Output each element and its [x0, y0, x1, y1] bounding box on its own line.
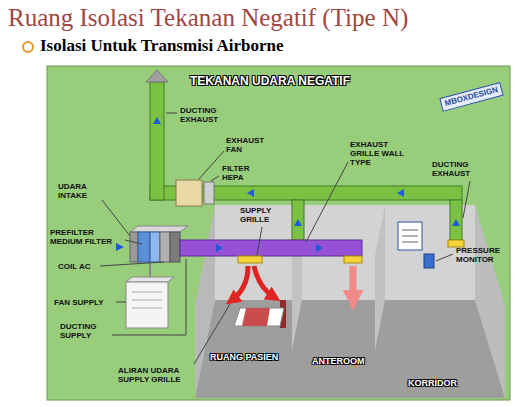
- leader-line: [112, 259, 186, 335]
- leader-line: [463, 181, 470, 218]
- vent-line: [132, 292, 162, 293]
- flow-arrow: [397, 189, 404, 197]
- flow-arrow: [294, 219, 302, 226]
- leader-line: [199, 151, 224, 179]
- sign-line: [402, 230, 418, 231]
- flow-arrow: [247, 189, 254, 197]
- air-flow-arrow: [232, 266, 248, 300]
- slide-title: Ruang Isolasi Tekanan Negatif (Tipe N): [8, 4, 408, 32]
- leader-line: [100, 262, 164, 266]
- sign-line: [402, 236, 418, 237]
- vent-line: [132, 300, 162, 301]
- sign-line: [402, 242, 418, 243]
- partition-wall: [375, 205, 385, 350]
- part-label: DUCTING EXHAUST: [180, 106, 230, 124]
- exhaust-fan: [176, 180, 202, 206]
- part-label: DUCTING EXHAUST: [432, 160, 482, 178]
- part-label: FAN SUPPLY: [54, 298, 114, 307]
- bed-blanket: [242, 308, 270, 326]
- exhaust-outlet-arrow: [146, 70, 168, 82]
- room-name: KORRIDOR: [408, 378, 457, 388]
- air-intake: [130, 232, 138, 262]
- pipe: [149, 262, 151, 277]
- fan-unit: [126, 282, 168, 328]
- hepa-filter: [204, 182, 214, 204]
- exhaust-duct: [150, 82, 164, 200]
- supply-duct: [180, 240, 362, 256]
- exhaust-grille: [448, 240, 464, 247]
- ahu-top: [130, 226, 188, 232]
- leader-line: [211, 176, 219, 181]
- left-wall: [195, 205, 215, 398]
- flow-arrow: [316, 244, 323, 252]
- bed-mattress: [234, 308, 284, 326]
- leader-line: [166, 113, 177, 114]
- bullet-heading: Isolasi Untuk Transmisi Airborne: [40, 36, 284, 56]
- leader-line: [306, 162, 348, 242]
- air-flow-arrow: [350, 266, 357, 300]
- part-label: EXHAUST GRILLE WALL TYPE: [350, 140, 412, 167]
- room-name: ANTEROOM: [312, 356, 365, 366]
- medium-filter: [150, 232, 160, 262]
- flow-arrow: [452, 219, 460, 226]
- leader-line: [125, 240, 142, 244]
- leader-line: [116, 302, 126, 303]
- part-label: PREFILTER MEDIUM FILTER: [50, 228, 122, 246]
- part-label: COIL AC: [58, 262, 98, 271]
- bullet-ring: [23, 42, 33, 52]
- pressure-monitor: [424, 254, 434, 268]
- part-label: DUCTING SUPPLY: [60, 322, 110, 340]
- exhaust-duct: [450, 200, 462, 240]
- leader-line: [102, 200, 130, 236]
- room-name: RUANG PASIEN: [210, 352, 278, 362]
- supply-grille: [344, 256, 362, 263]
- prefilter: [138, 232, 150, 262]
- flow-arrow: [216, 244, 223, 252]
- part-label: UDARA INTAKE: [58, 182, 100, 200]
- supply-fan: [170, 232, 180, 262]
- part-label: ALIRAN UDARA SUPPLY GRILLE: [118, 366, 192, 384]
- floor: [195, 300, 505, 398]
- leader-line: [257, 227, 262, 255]
- door-sign: [398, 222, 422, 250]
- right-wall: [475, 205, 505, 398]
- intake-arrow: [116, 243, 124, 251]
- supply-grille: [238, 256, 262, 263]
- fan-unit-top: [126, 277, 174, 282]
- cooling-coil: [160, 232, 170, 262]
- green-panel: [47, 66, 510, 400]
- leader-line: [436, 254, 453, 261]
- part-label: FILTER HEPA: [222, 164, 264, 182]
- part-label: PRESSURE MONITOR: [456, 246, 506, 264]
- air-flow-arrow: [254, 266, 274, 297]
- panel-heading: TEKANAN UDARA NEGATIF: [185, 74, 355, 88]
- part-label: EXHAUST FAN: [226, 136, 270, 154]
- flow-arrow: [153, 117, 161, 124]
- exhaust-duct: [292, 200, 304, 240]
- vent-line: [132, 308, 162, 309]
- part-label: SUPPLY GRILLE: [240, 206, 284, 224]
